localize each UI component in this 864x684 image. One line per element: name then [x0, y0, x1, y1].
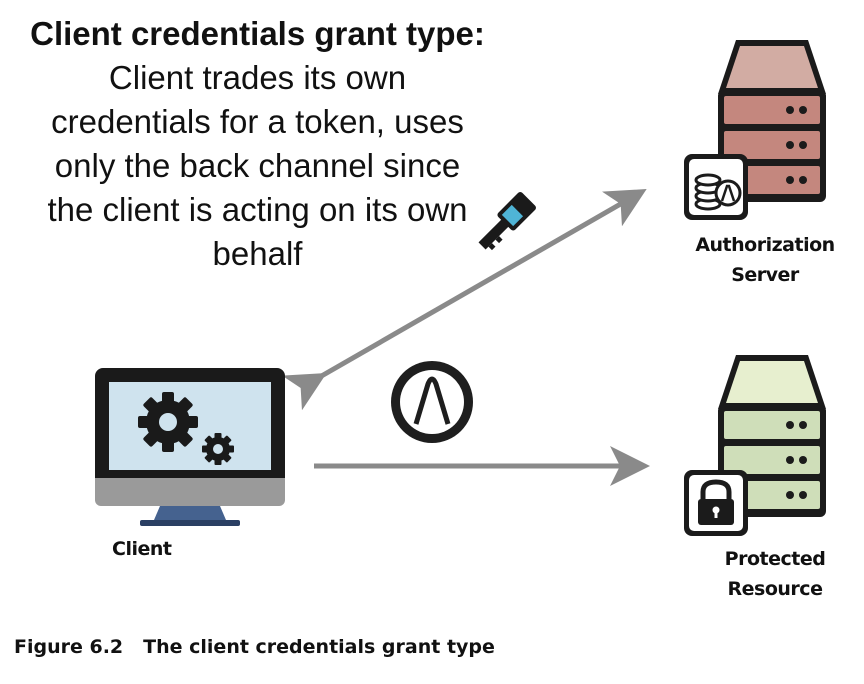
figure-number: Figure 6.2: [14, 636, 124, 658]
authorization-server-label-line2: Server: [731, 264, 799, 286]
lock-icon: [684, 470, 748, 536]
authorization-server-label: Authorization Server: [680, 230, 850, 290]
token-badge-icon: [391, 361, 473, 443]
protected-resource-label: Protected Resource: [690, 544, 860, 604]
authorization-server-label-line1: Authorization: [695, 234, 835, 256]
gear-icon: [138, 392, 234, 465]
grant-type-title: Client credentials grant type:: [30, 15, 485, 52]
protected-resource-label-line1: Protected: [724, 548, 826, 570]
client-label: Client: [112, 538, 172, 560]
protected-resource-label-line2: Resource: [727, 578, 823, 600]
client-monitor-icon: [95, 368, 285, 526]
back-channel-arrow: [282, 189, 647, 411]
authorization-server-icon: [718, 40, 826, 202]
key-icon: [478, 192, 536, 251]
figure-caption: Figure 6.2 The client credentials grant t…: [14, 636, 495, 658]
coins-token-icon: [684, 154, 748, 220]
figure-caption-text: The client credentials grant type: [143, 636, 495, 658]
